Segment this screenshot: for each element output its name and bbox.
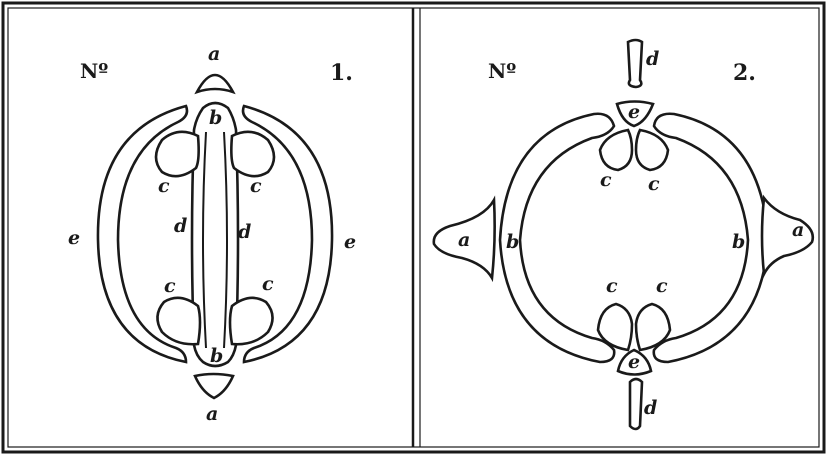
panel-2-part-b-right [654,114,768,362]
panel-1-label-c-lower-right: c [262,273,274,295]
panel-2-label-b-right: b [732,231,745,253]
panel-1-part-c-lower-right [230,298,273,344]
panel-2-label-d-bottom: d [644,397,657,419]
panel-2-part-c-upper-left [600,130,632,170]
panel-1-no-label: Nº [80,59,108,83]
panel-2-label-a-right: a [792,219,804,241]
panel-2-label-c-lower-right: c [656,275,668,297]
panel-1-label-c-upper-left: c [158,175,170,197]
panel-1-part-a-bottom [195,374,233,398]
panel-2-label-a-left: a [458,229,470,251]
panel-2-label-c-upper-left: c [600,169,612,191]
panel-1-number: 1. [330,60,353,86]
panel-1-label-a-bottom: a [206,403,218,425]
panel-1-part-c-lower-left [157,298,200,344]
panel-2-number: 2. [733,60,756,86]
panel-2-label-d-top: d [646,48,659,70]
panel-1-label-e-left: e [68,227,80,249]
panel-1-part-c-upper-left [156,132,199,176]
panel-1-label-c-lower-left: c [164,275,176,297]
panel-2-part-d-top [628,40,642,87]
panel-2-part-a-right [762,198,813,274]
panel-1: Nº 1. a a e e b b d d c c c c [68,43,356,425]
panel-2-label-c-upper-right: c [648,173,660,195]
panel-2-label-e-top: e [628,101,640,123]
panel-1-label-a-top: a [208,43,220,65]
panel-1-label-d-left: d [174,215,187,237]
panel-1-label-b-bottom: b [210,345,223,367]
panel-2-label-e-bottom: e [628,351,640,373]
panel-1-label-e-right: e [344,231,356,253]
panel-2-label-c-lower-left: c [606,275,618,297]
panel-2-part-c-upper-right [636,130,668,170]
panel-2-label-b-left: b [506,231,519,253]
panel-1-part-a-top [197,75,233,92]
panel-1-label-b-top: b [209,107,222,129]
panel-2: Nº 2. d d e e b b c c c c a a [434,40,813,429]
panel-2-no-label: Nº [488,59,516,83]
panel-1-label-c-upper-right: c [250,175,262,197]
panel-1-label-d-right: d [238,221,251,243]
panel-1-part-c-upper-right [231,132,274,176]
panel-2-part-d-bottom [630,379,642,429]
